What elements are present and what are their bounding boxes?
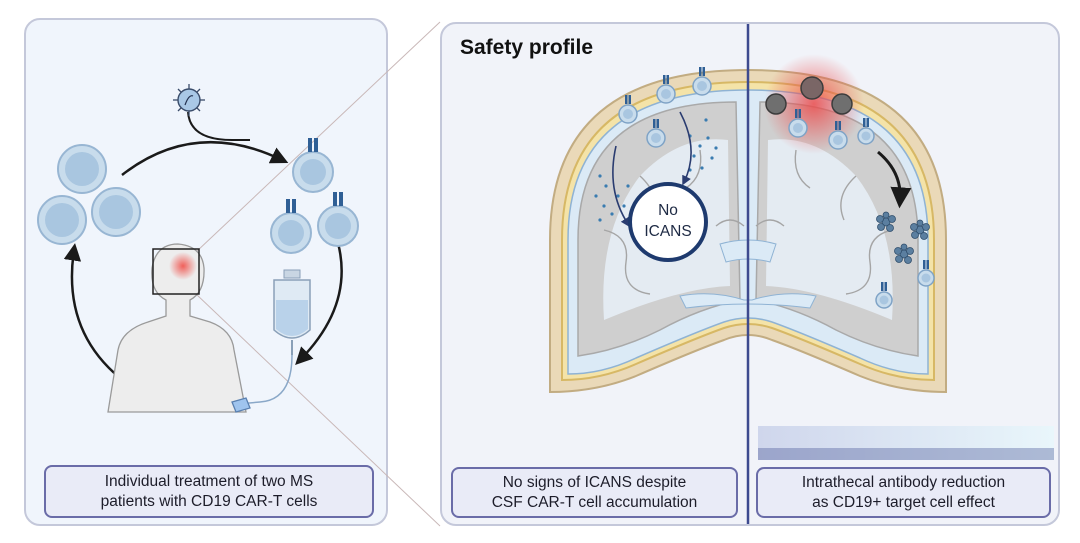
csf-flow-arrows: [612, 111, 692, 228]
csf-car-t-cells: [618, 67, 935, 309]
caption-treatment: Individual treatment of two MS patients …: [44, 465, 374, 518]
caption-antibody-reduction: Intrathecal antibody reduction as CD19+ …: [756, 467, 1051, 518]
head-zoom-box: [152, 248, 200, 295]
infusion-bag-icon: [237, 269, 311, 405]
left-panel-treatment: [24, 18, 388, 526]
car-t-cell-icon: [270, 138, 359, 254]
virus-vector-icon: [173, 84, 205, 116]
zoom-connector-lines: [195, 21, 441, 527]
patient-body-icon: [107, 243, 251, 413]
no-icans-badge-label: No ICANS: [630, 200, 706, 242]
antibody-reduction-bar: [758, 426, 1054, 460]
no-icans-line1: No: [658, 202, 678, 219]
no-icans-badge: [628, 182, 708, 262]
treatment-cycle-arrows: [63, 111, 343, 379]
effect-arrow: [877, 150, 912, 209]
no-icans-line2: ICANS: [644, 223, 692, 240]
target-b-cells: [765, 76, 853, 115]
t-cell-icon: [37, 144, 141, 245]
antibody-cluster-icon: [876, 211, 930, 264]
caption-no-icans: No signs of ICANS despite CSF CAR-T cell…: [451, 467, 738, 518]
safety-profile-title: Safety profile: [460, 36, 594, 59]
